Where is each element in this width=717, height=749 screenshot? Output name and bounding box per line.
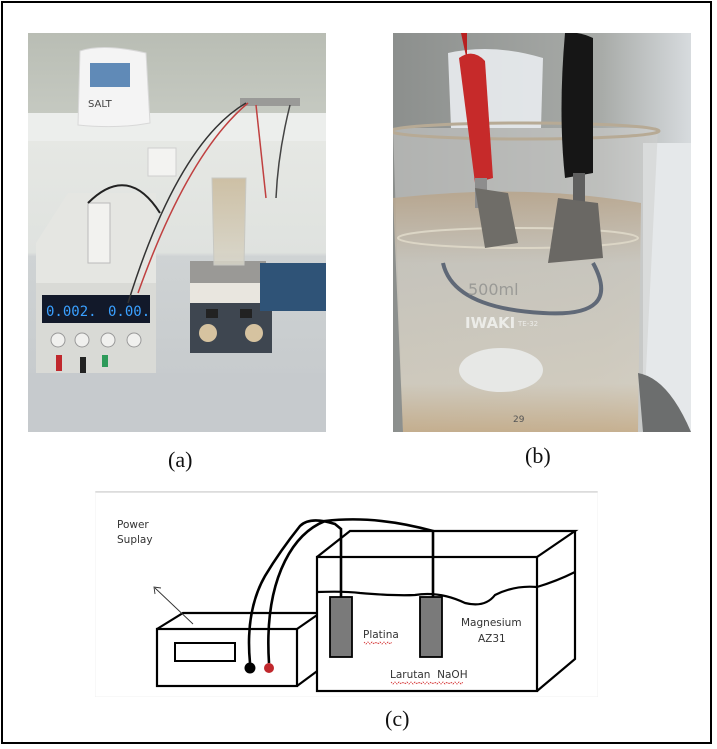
electrolysis-tank (315, 529, 579, 693)
negative-terminal (244, 662, 256, 674)
wires (247, 518, 435, 664)
blue-mat (260, 263, 326, 311)
caption-b: (b) (525, 443, 551, 468)
power-supply-display (174, 642, 236, 662)
svg-text:SALT: SALT (88, 99, 113, 110)
black-lead (275, 104, 291, 199)
power-supply: 0.002. 0.00. (36, 193, 156, 373)
label-platina: Platina (363, 629, 399, 641)
label-az31: AZ31 (478, 633, 506, 645)
salt-bag: SALT (77, 46, 151, 128)
photo-experimental-setup: SALT 0.002. 0.00. (28, 33, 326, 432)
magnesium-electrode (548, 198, 603, 263)
red-lead (255, 104, 267, 199)
photo-electrode-closeup: 500ml IWAKI TE-32 29 (393, 33, 691, 432)
power-cable (87, 184, 161, 214)
beaker (211, 177, 247, 266)
label-patch (459, 348, 543, 392)
caption-c: (c) (385, 706, 410, 731)
magnetic-stirrer (190, 261, 272, 353)
label-suplay: Suplay (117, 534, 153, 546)
pointer-arrow (154, 587, 194, 625)
platinum-electrode (475, 188, 518, 248)
schematic-diagram: Power Suplay Platina Magnesium AZ31 Laru… (95, 491, 598, 697)
stir-bar-reflection (441, 262, 604, 316)
spellcheck-underline (363, 641, 393, 645)
beaker-volume-mark: 500ml (468, 280, 519, 299)
beaker-code: TE-32 (517, 320, 538, 328)
platinum-electrode-diagram (329, 596, 353, 658)
black-wire (127, 102, 247, 304)
current-readout: 0.002. (46, 304, 97, 320)
magnesium-electrode-diagram (419, 596, 443, 658)
beaker-glass: 500ml IWAKI TE-32 29 (393, 121, 661, 432)
shelf (28, 113, 326, 141)
caption-a: (a) (168, 447, 193, 472)
spellcheck-underline (390, 681, 464, 685)
voltage-readout: 0.00. (108, 304, 150, 320)
red-wire (137, 102, 249, 294)
positive-terminal (264, 663, 274, 673)
beaker-number: 29 (513, 415, 525, 425)
arrow-head (153, 586, 162, 595)
liquid-surface (316, 571, 576, 606)
label-larutan-naoh: Larutan NaOH (390, 669, 468, 681)
black-alligator-clip (561, 33, 593, 205)
clamp (240, 98, 300, 106)
label-magnesium: Magnesium (461, 617, 522, 629)
beaker-brand: IWAKI (465, 314, 515, 332)
power-supply-box (155, 611, 324, 688)
label-power: Power (117, 519, 149, 531)
wall-socket (147, 147, 177, 177)
